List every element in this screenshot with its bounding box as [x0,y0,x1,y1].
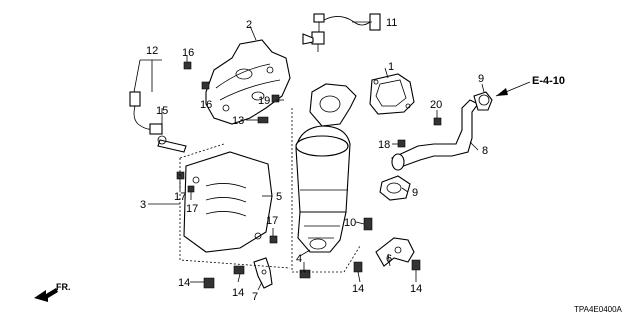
callout-17-b: 17 [186,203,198,215]
nut-18[interactable] [397,139,406,148]
nut-16a[interactable] [183,61,192,70]
leader-lines [133,21,485,291]
callout-13: 13 [232,115,244,127]
callout-6: 6 [386,253,392,265]
reference-label: E-4-10 [532,75,565,87]
callout-20: 20 [430,99,442,111]
bolt-14d[interactable] [411,259,421,271]
pipe-gasket[interactable] [379,175,411,201]
callout-9-upper: 9 [478,73,484,85]
bolt-4[interactable] [299,269,311,279]
exhaust-pipe[interactable] [391,91,493,171]
callout-8: 8 [482,145,488,157]
group-outline-3 [179,158,291,269]
lower-heat-shield[interactable] [183,151,273,253]
bolt-19[interactable] [271,94,280,103]
converter-stay[interactable] [253,257,273,289]
callout-7: 7 [252,291,258,303]
callout-14-b: 14 [232,287,244,299]
nut-16b[interactable] [201,81,210,90]
callout-4: 4 [296,253,302,265]
callout-16-b: 16 [200,99,212,111]
front-direction-indicator: FR. [34,282,71,302]
bolt-17a[interactable] [176,171,185,180]
callout-9-lower: 9 [412,187,418,199]
callout-2: 2 [246,19,252,31]
callout-16-a: 16 [182,47,194,59]
bolt-14a[interactable] [203,277,215,289]
callout-19: 19 [258,95,270,107]
lower-bracket[interactable] [375,237,415,267]
callout-11: 11 [386,17,397,29]
bolt-14b[interactable] [233,265,245,275]
bolt-17c[interactable] [269,235,278,244]
callout-14-a: 14 [178,277,190,289]
reference-link[interactable]: E-4-10 [495,75,565,97]
callout-10: 10 [344,217,356,229]
front-arrow-icon [34,288,58,302]
bolt-17b[interactable] [187,185,195,193]
callout-3: 3 [140,199,146,211]
callout-14-d: 14 [410,283,422,295]
catalytic-converter[interactable] [295,83,357,253]
callout-14-c: 14 [352,283,364,295]
bolt-14c[interactable] [353,261,363,273]
lower-oxygen-sensor[interactable] [129,91,187,153]
group-outline-converter [291,108,361,273]
figure-code: TPA4E0400A [574,305,623,314]
callout-5: 5 [276,191,282,203]
nut-20[interactable] [433,117,442,126]
callout-17-a: 17 [174,191,186,203]
callout-18: 18 [378,139,390,151]
callout-12: 12 [146,45,158,57]
callout-1: 1 [388,61,394,73]
direction-label: FR. [56,282,71,292]
upper-heat-shield[interactable] [205,39,291,125]
exhaust-gasket[interactable] [369,73,415,115]
callout-17-c: 17 [266,215,278,227]
upper-oxygen-sensor[interactable] [302,13,381,52]
callout-15: 15 [156,105,168,117]
bolt-10[interactable] [363,217,373,231]
bolt-13[interactable] [257,116,269,124]
